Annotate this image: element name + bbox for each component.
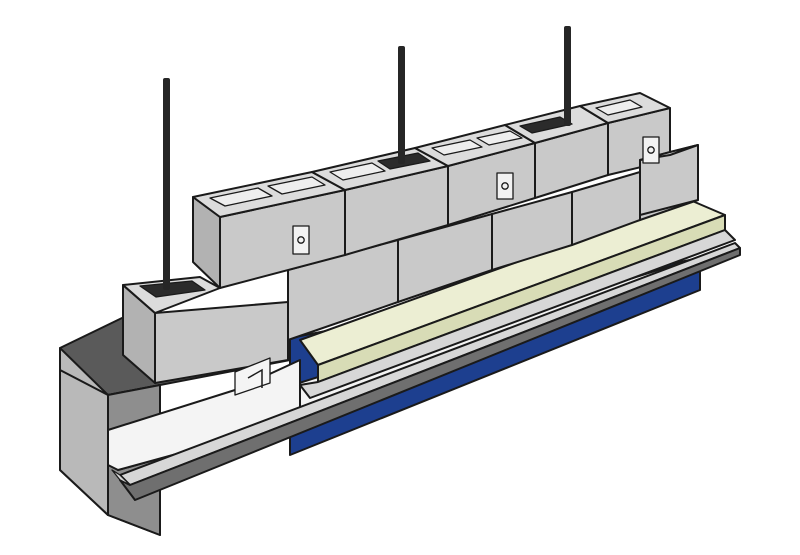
block-upper-3-core-a [431, 139, 483, 156]
grouted-core-left [139, 280, 206, 298]
flashing-drip [299, 229, 736, 399]
block-upper-2-core-a [329, 162, 386, 181]
steel-shelf-angle [111, 242, 741, 501]
masonry-wall [122, 92, 699, 384]
vertical-rebar-icon [564, 26, 571, 126]
block-upper-3-core-b [476, 130, 523, 146]
weep-vent-detail [234, 357, 271, 396]
grouted-core-right [519, 116, 573, 134]
vertical-rebar-group [163, 26, 571, 290]
masonry-tie-anchor-icon [496, 172, 514, 200]
through-wall-flashing [299, 199, 736, 399]
block-upper-5-core [595, 99, 643, 116]
masonry-tie-anchor-icon [292, 225, 310, 255]
block-upper-1-core-b [267, 176, 326, 195]
vertical-rebar-icon [163, 78, 170, 290]
angle-lip [111, 469, 131, 486]
block-course-upper [192, 92, 699, 289]
block-course-lower [122, 154, 699, 384]
masonry-tie-anchor-icon [642, 136, 660, 164]
masonry-anchors [292, 136, 660, 255]
block-upper-1-core-a [209, 187, 273, 207]
vertical-rebar-icon [398, 46, 405, 164]
